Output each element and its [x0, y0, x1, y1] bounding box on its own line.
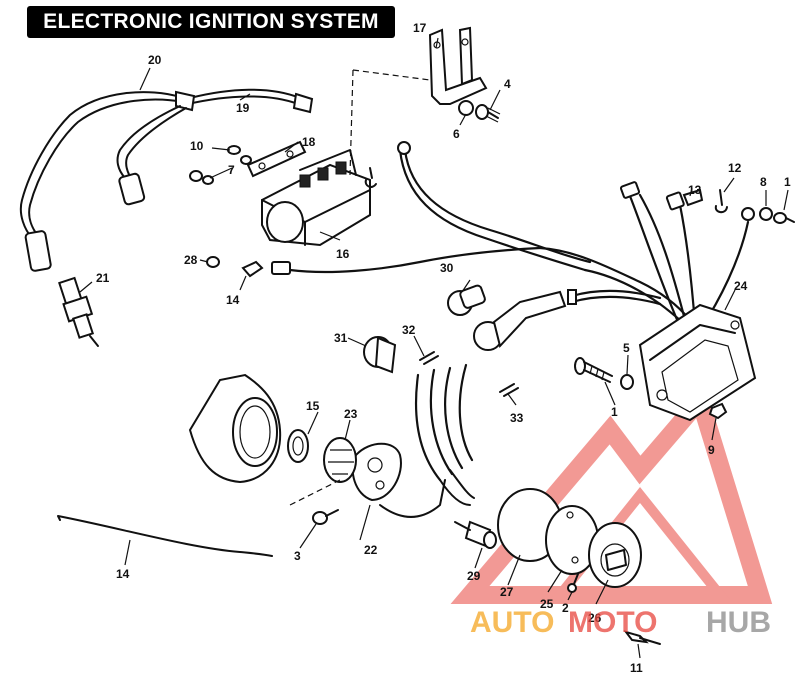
mounting-bracket [349, 26, 488, 176]
callout-2: 2 [562, 601, 569, 615]
callout-16: 15 [306, 399, 320, 413]
small-connectors [206, 256, 264, 278]
leader-lines [79, 37, 789, 659]
callout-32: 31 [334, 331, 348, 345]
callout-25: 24 [734, 279, 748, 293]
cable-tie [57, 515, 273, 557]
callout-8: 8 [760, 175, 767, 189]
callout-28: 27 [500, 585, 514, 599]
callout-7: 7 [228, 163, 235, 177]
watermark-moto: MOTO [568, 606, 657, 639]
callout-26: 25 [540, 597, 554, 611]
plate-screws [454, 520, 661, 645]
stator-assembly [351, 363, 475, 518]
watermark-auto: AUTO [470, 606, 554, 639]
callout-10: 10 [190, 139, 204, 153]
callout-31: 30 [440, 261, 454, 275]
callout-20: 19 [236, 101, 250, 115]
callout-numbers: 17 4 6 20 19 18 10 7 16 21 28 14 30 31 3… [96, 21, 791, 675]
callout-24: 23 [344, 407, 358, 421]
rotor-housing [188, 373, 357, 506]
callout-19: 18 [302, 135, 316, 149]
coil-terminal [364, 167, 377, 188]
callout-30: 29 [467, 569, 481, 583]
callout-29: 28 [184, 253, 198, 267]
stator-bolt [312, 509, 339, 525]
callout-13: 13 [688, 183, 702, 197]
callout-23: 22 [364, 543, 378, 557]
callout-3: 3 [294, 549, 301, 563]
spark-plug-wires [19, 88, 314, 347]
ignition-module [638, 303, 757, 422]
callout-33: 32 [402, 323, 416, 337]
wire-connectors [363, 284, 567, 397]
diagram-title: ELECTRONIC IGNITION SYSTEM [43, 10, 379, 33]
callout-34: 33 [510, 411, 524, 425]
callout-27: 26 [588, 611, 602, 625]
callout-1-lower: 1 [611, 405, 618, 419]
callout-22: 21 [96, 271, 110, 285]
bracket-bolt [458, 100, 501, 123]
timer-plates [497, 488, 642, 588]
callout-14: 14 [226, 293, 240, 307]
callout-9: 9 [708, 443, 715, 457]
wiring-harness [271, 141, 755, 332]
callout-4: 4 [504, 77, 511, 91]
title-banner: ELECTRONIC IGNITION SYSTEM [27, 6, 395, 38]
coil-bracket [246, 140, 307, 178]
module-bolt [574, 357, 728, 420]
callout-21: 20 [148, 53, 162, 67]
callout-12: 12 [728, 161, 742, 175]
callout-17: 16 [336, 247, 350, 261]
watermark-text: AUTO MOTO HUB [470, 606, 771, 639]
ignition-coil [261, 149, 371, 247]
callout-18: 17 [413, 21, 427, 35]
terminal-hardware [682, 188, 795, 224]
watermark-hub: HUB [706, 606, 771, 639]
callout-1-upper: 1 [784, 175, 791, 189]
callout-6: 6 [453, 127, 460, 141]
callout-5: 5 [623, 341, 630, 355]
callout-15: 14 [116, 567, 130, 581]
callout-11: 11 [630, 661, 643, 675]
spark-plug [58, 276, 99, 347]
